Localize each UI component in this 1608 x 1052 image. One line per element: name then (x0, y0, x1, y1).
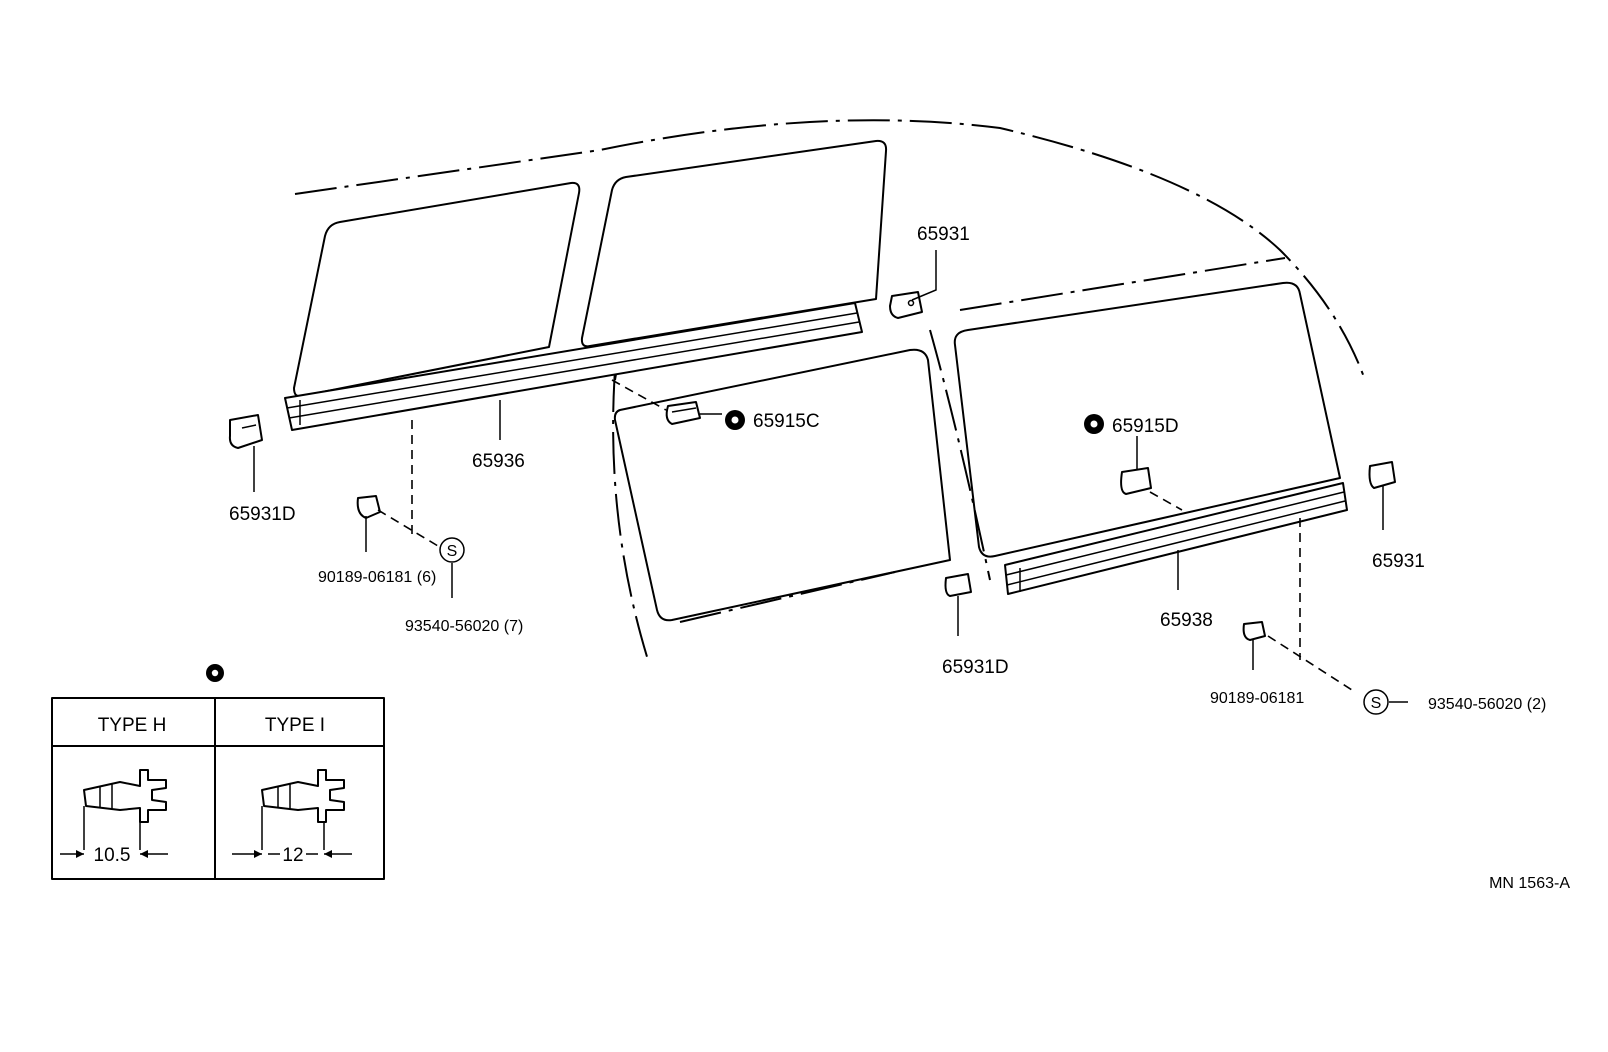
label-65936: 65936 (472, 451, 525, 472)
svg-text:S: S (447, 543, 458, 560)
dim-type-i: 12 (282, 845, 303, 866)
left-window-front (580, 139, 888, 348)
clip-65931d-mid (944, 573, 972, 597)
label-93540-left: 93540-56020 (7) (405, 618, 523, 635)
moulding-65936 (284, 302, 863, 431)
s-symbol-left: S (439, 537, 465, 563)
svg-text:S: S (1371, 695, 1382, 712)
label-65931-right: 65931 (1372, 551, 1425, 572)
clip-symbol-icon-legend (206, 664, 224, 682)
dim-type-h: 10.5 (94, 845, 131, 866)
label-65915c: 65915C (753, 411, 820, 432)
dashed-lines (377, 379, 1353, 691)
label-93540-right: 93540-56020 (2) (1428, 696, 1546, 713)
label-90189-right: 90189-06181 (1210, 690, 1304, 707)
door-glass (613, 348, 951, 622)
clip-65931-top (889, 291, 923, 319)
right-window (953, 281, 1341, 558)
label-65915d: 65915D (1112, 416, 1179, 437)
clip-90189-right (1242, 621, 1266, 641)
label-65931d-left: 65931D (229, 504, 296, 525)
legend-type-i: TYPE I (265, 715, 325, 736)
legend-type-h: TYPE H (98, 715, 167, 736)
label-90189-left: 90189-06181 (6) (318, 569, 436, 586)
clip-65931-right (1368, 461, 1396, 489)
clip-type-i-icon: 12 (232, 769, 352, 866)
reference-code: MN 1563-A (1489, 875, 1570, 892)
clip-90189-left (356, 495, 381, 519)
clip-symbol-icon-65915c (725, 410, 745, 430)
label-65931d-mid: 65931D (942, 657, 1009, 678)
moulding-65938 (1004, 482, 1348, 595)
label-65938: 65938 (1160, 610, 1213, 631)
clip-type-h-icon: 10.5 (60, 769, 168, 866)
leader-lines (253, 250, 1408, 703)
clip-symbol-icon-65915d (1084, 414, 1104, 434)
clip-65931d-left (228, 414, 263, 449)
label-65931-top: 65931 (917, 224, 970, 245)
body-outline (294, 119, 1366, 661)
clip-65915d (1120, 467, 1152, 495)
s-symbol-right: S (1363, 689, 1389, 715)
legend-table: TYPE H TYPE I 10.5 (51, 697, 385, 880)
clip-65915c (665, 401, 701, 425)
